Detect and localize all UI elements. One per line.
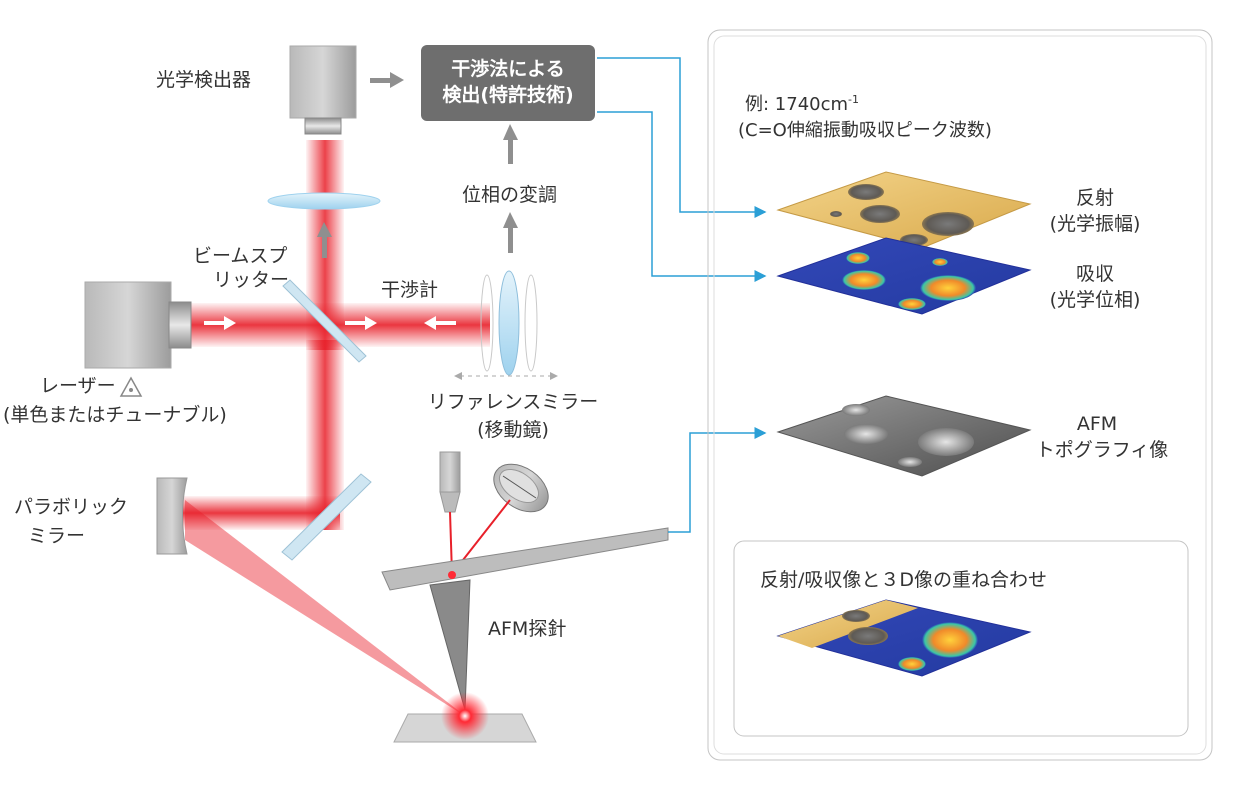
label-phase-modulation: 位相の変調 [462, 184, 558, 206]
focus-spot [441, 692, 489, 740]
connector-amplitude [597, 57, 767, 218]
laser-device [84, 281, 192, 369]
interferometric-detection-line1: 干渉法による [451, 58, 565, 81]
beam-focus-to-sample [185, 500, 468, 718]
overlay-box [733, 540, 1189, 737]
label-afm-1: AFM [1076, 413, 1118, 435]
interferometric-detection-box: 干渉法による 検出(特許技術) [421, 45, 595, 121]
label-beam-splitter-1: ビームスプ [193, 245, 288, 267]
label-beam-splitter-2: リッター [213, 269, 290, 291]
example-prefix: 例: 1740cm [745, 94, 849, 115]
label-reflection-2: (光学振幅) [1049, 213, 1141, 235]
results-panel [707, 29, 1213, 761]
label-parabolic-mirror-2: ミラー [28, 525, 86, 547]
label-detector: 光学検出器 [156, 69, 252, 91]
label-parabolic-mirror-1: パラボリック [14, 496, 129, 518]
photodetector-dish [493, 463, 549, 513]
label-laser-2: (単色またはチューナブル) [3, 404, 227, 426]
overlay-title: 反射/吸収像と３D像の重ね合わせ [760, 569, 1048, 591]
label-afm-probe: AFM探針 [488, 618, 567, 640]
amplitude-map [776, 171, 1032, 249]
label-reference-mirror-2: (移動鏡) [477, 419, 549, 441]
afm-objective [439, 451, 461, 513]
label-reflection-1: 反射 [1075, 187, 1114, 209]
example-description: (C=O伸縮振動吸収ピーク波数) [738, 120, 992, 141]
cantilever-laser-spot [448, 571, 456, 579]
phase-map [776, 237, 1032, 315]
cantilever [381, 527, 669, 591]
reference-mirror [454, 270, 558, 380]
afm-tip [429, 579, 471, 711]
detector-device [289, 45, 357, 135]
label-interferometer: 干渉計 [381, 279, 439, 301]
label-laser-1: レーザー [40, 375, 116, 397]
connector-topography [668, 427, 767, 533]
beam-direction-arrows [204, 316, 456, 330]
label-reference-mirror-1: リファレンスミラー [427, 391, 599, 413]
results-panel-inner [713, 35, 1207, 755]
flow-arrows [317, 72, 518, 258]
interferometric-detection-line2: 検出(特許技術) [442, 84, 574, 106]
topography-map [776, 395, 1032, 477]
parabolic-mirror [156, 477, 188, 555]
label-absorption-1: 吸収 [1075, 263, 1114, 285]
beam-splitter [282, 279, 367, 363]
laser-warning-icon [119, 376, 143, 397]
example-wavenumber: 例: 1740cm-1 [745, 90, 859, 116]
example-sup: -1 [848, 93, 859, 106]
fold-mirror [281, 473, 372, 561]
label-afm-2: トポグラフィ像 [1035, 439, 1169, 461]
label-absorption-2: (光学位相) [1049, 289, 1141, 311]
overlay-map [776, 599, 1032, 677]
focusing-lens [267, 192, 381, 210]
